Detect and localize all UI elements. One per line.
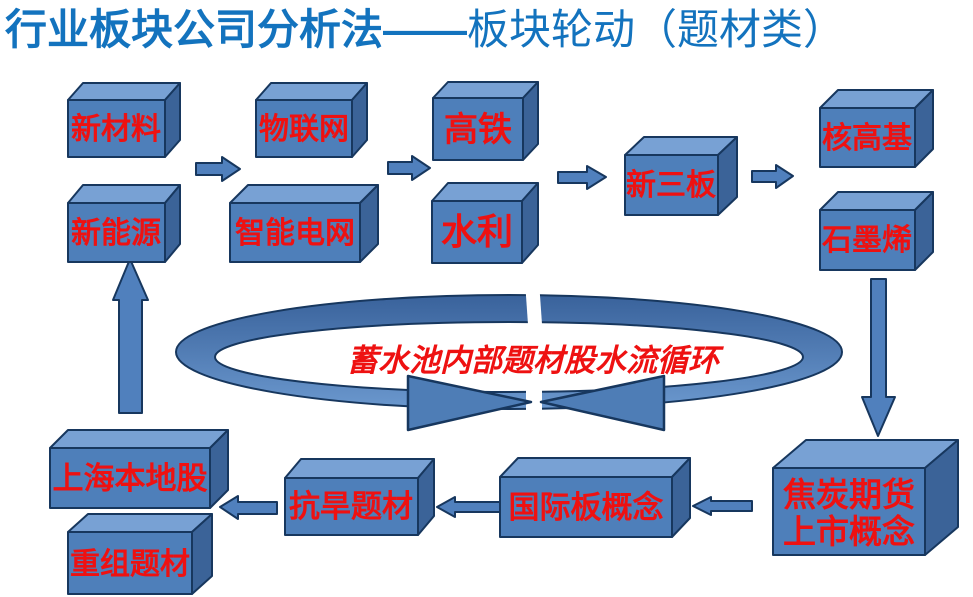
arrow-left-intlboard-to-drought-icon xyxy=(436,496,501,518)
box-front-face xyxy=(67,202,166,263)
box-label: 高铁 xyxy=(444,111,512,149)
node-coke-futures: 焦炭期货 上市概念 xyxy=(772,439,959,556)
node-drought-theme: 抗旱题材 xyxy=(284,458,435,536)
node-new-materials: 新材料 xyxy=(67,82,181,158)
arrow-down-graphene-to-coke-icon xyxy=(861,278,896,437)
box-label: 抗旱题材 xyxy=(289,489,413,524)
node-new-third-board: 新三板 xyxy=(624,136,738,216)
box-front-face xyxy=(284,477,419,536)
node-water-conservancy: 水利 xyxy=(431,182,539,264)
cycle-gap-top xyxy=(525,288,543,332)
box-label: 新能源 xyxy=(71,217,161,250)
node-high-speed-rail: 高铁 xyxy=(432,81,539,161)
box-label: 上海本地股 xyxy=(53,461,208,496)
arrow-right-col2-to-col3-icon xyxy=(387,155,431,181)
box-top-face xyxy=(499,457,691,478)
box-label: 水利 xyxy=(441,212,513,252)
cycle-arrowhead-left-icon xyxy=(406,374,533,432)
box-label-line2: 上市概念 xyxy=(783,513,915,551)
cycle-ring-band xyxy=(174,294,844,410)
box-front-face xyxy=(772,467,926,556)
box-front-face xyxy=(255,99,353,158)
cycle-ring: 蓄水池内部题材股水流循环 xyxy=(174,288,844,432)
box-front-face xyxy=(432,97,524,161)
box-label: 新三板 xyxy=(626,169,716,202)
cycle-arrowhead-right-icon xyxy=(539,374,666,432)
node-international-board: 国际板概念 xyxy=(499,457,691,538)
box-front-face xyxy=(624,154,719,216)
box-front-face xyxy=(499,476,673,538)
cycle-label: 蓄水池内部题材股水流循环 xyxy=(347,343,724,378)
box-top-face xyxy=(432,81,539,99)
page-title: 行业板块公司分析法——板块轮动（题材类） xyxy=(5,2,845,58)
title-main: 行业板块公司分析法—— xyxy=(5,6,468,53)
box-label: 智能电网 xyxy=(235,217,355,250)
node-restructuring: 重组题材 xyxy=(67,513,213,595)
box-top-face xyxy=(67,513,213,533)
box-top-face xyxy=(67,82,181,101)
node-graphene: 石墨烯 xyxy=(819,191,934,271)
box-top-face xyxy=(431,182,539,202)
box-top-face xyxy=(284,458,435,479)
node-core-hightech: 核高基 xyxy=(819,89,934,168)
box-front-face xyxy=(49,447,211,509)
box-front-face xyxy=(819,107,916,168)
box-top-face xyxy=(819,191,934,211)
node-smart-grid: 智能电网 xyxy=(229,184,379,263)
box-label-line1: 焦炭期货 xyxy=(783,477,915,514)
arrow-right-newthirdboard-to-col5-icon xyxy=(751,164,794,189)
box-front-face xyxy=(67,531,193,595)
arrow-right-col1-to-col2-icon xyxy=(195,156,241,182)
box-front-face xyxy=(819,209,916,271)
box-front-face xyxy=(229,202,361,263)
box-top-face xyxy=(49,429,229,449)
box-label: 新材料 xyxy=(71,113,161,146)
box-label: 重组题材 xyxy=(70,547,190,581)
box-top-face xyxy=(255,82,368,101)
node-iot: 物联网 xyxy=(255,82,368,158)
box-top-face xyxy=(67,184,181,204)
arrow-left-coke-to-intlboard-icon xyxy=(692,496,753,516)
box-label: 物联网 xyxy=(259,113,349,146)
cycle-gap-bottom xyxy=(526,378,542,428)
arrow-up-shanghai-to-newenergy-icon xyxy=(112,258,149,414)
arrow-left-drought-to-shanghai-icon xyxy=(219,495,278,520)
node-shanghai-local: 上海本地股 xyxy=(49,429,229,509)
node-new-energy: 新能源 xyxy=(67,184,181,263)
arrow-right-col3-to-newthirdboard-icon xyxy=(557,165,607,190)
box-label: 石墨烯 xyxy=(821,224,912,257)
box-label: 核高基 xyxy=(822,122,912,155)
box-top-face xyxy=(229,184,379,204)
box-front-face xyxy=(431,200,523,264)
box-top-face xyxy=(819,89,934,109)
title-sub: 板块轮动（题材类） xyxy=(467,6,846,53)
box-label: 国际板概念 xyxy=(509,490,664,525)
box-front-face xyxy=(67,99,166,158)
